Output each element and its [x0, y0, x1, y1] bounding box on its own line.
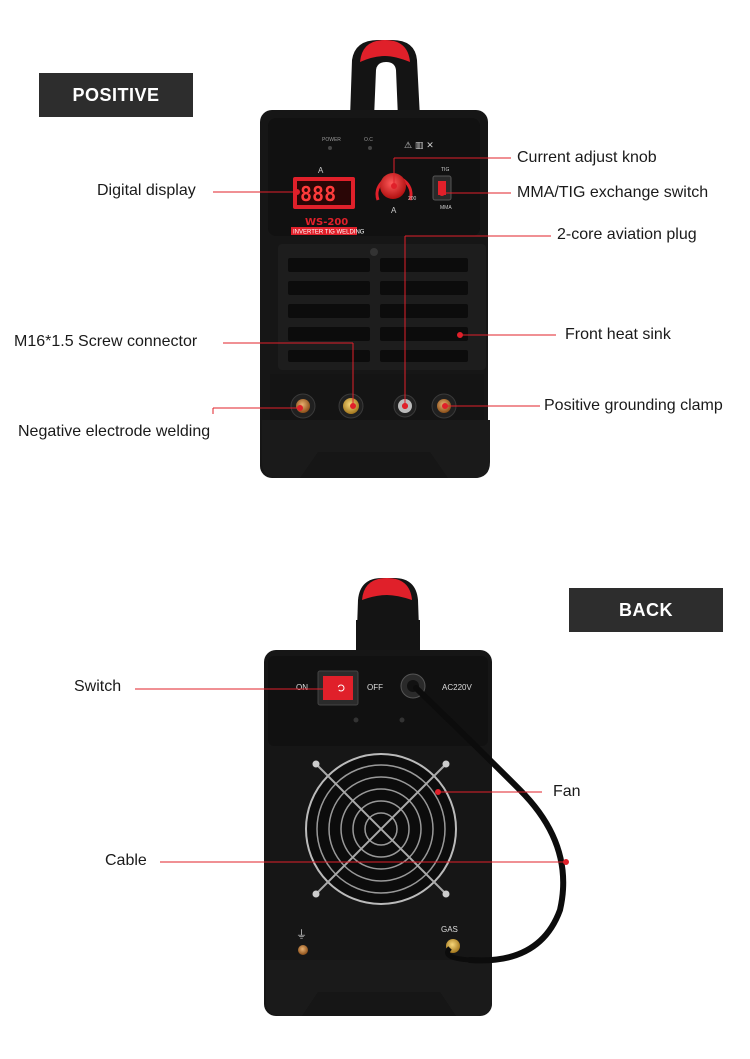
front-handle-red — [360, 40, 410, 62]
front-leader-lines — [212, 157, 556, 414]
fan — [305, 753, 457, 905]
back-handle-red — [362, 578, 412, 600]
positive-section-tag: POSITIVE — [39, 73, 193, 117]
label-screw-connector: M16*1.5 Screw connector — [14, 333, 198, 350]
power-label: POWER — [322, 137, 341, 143]
knob-unit-label: A — [391, 206, 397, 215]
back-section-tag: BACK — [569, 588, 723, 632]
mma-label: MMA — [440, 205, 452, 211]
label-aviation-plug: 2-core aviation plug — [557, 226, 697, 243]
mode-switch[interactable] — [438, 181, 446, 195]
label-positive-clamp: Positive grounding clamp — [544, 397, 723, 414]
label-switch: Switch — [74, 678, 122, 695]
tig-label: TIG — [441, 167, 449, 173]
model-name: WS-200 — [305, 217, 348, 228]
voltage-label: AC220V — [442, 683, 472, 692]
power-cable — [413, 685, 567, 964]
svg-text:⚠ ▥ ✕: ⚠ ▥ ✕ — [404, 141, 434, 151]
display-unit-label: A — [318, 166, 324, 175]
knob-max-label: 200 — [408, 196, 417, 202]
off-label: OFF — [367, 683, 383, 692]
label-current-knob: Current adjust knob — [517, 149, 657, 166]
svg-text:⏚: ⏚ — [296, 928, 307, 941]
label-negative-electrode: Negative electrode welding — [18, 423, 211, 440]
label-digital-display: Digital display — [97, 182, 196, 199]
digital-display-value: 888 — [300, 182, 336, 206]
front-welder: ⚠ ▥ ✕ POWER O.C A 888 WS-200 INVERTER TI… — [260, 40, 490, 478]
label-mode-switch: MMA/TIG exchange switch — [517, 184, 709, 201]
ground-terminal — [298, 945, 308, 955]
back-welder: ON OFF AC220V ⏚ GAS — [264, 578, 567, 1016]
model-subtitle: INVERTER TIG WELDING — [293, 230, 365, 236]
on-label: ON — [296, 683, 308, 692]
digital-display-screen — [297, 181, 351, 205]
gas-label: GAS — [441, 925, 458, 934]
oc-label: O.C — [364, 137, 373, 143]
label-heat-sink: Front heat sink — [565, 326, 671, 343]
label-fan: Fan — [553, 783, 581, 800]
label-cable: Cable — [105, 852, 147, 869]
back-leader-lines — [135, 686, 569, 865]
